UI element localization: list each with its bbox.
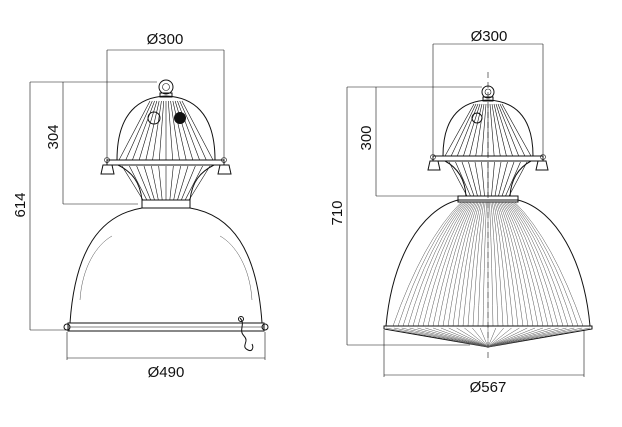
left-upper-height-dimension: 304: [45, 81, 157, 205]
left-reflector: [69, 207, 263, 324]
right-upper-height-dimension: 300: [358, 86, 482, 197]
right-neck: [444, 160, 532, 197]
left-top-diameter-label: Ø300: [147, 31, 184, 48]
right-total-height-dimension: 710: [329, 86, 470, 346]
left-neck: [117, 164, 215, 209]
left-bottom-diameter-dimension: Ø490: [66, 332, 266, 381]
left-dome-knob: [174, 112, 186, 124]
right-flange: [427, 154, 549, 171]
left-upper-height-label: 304: [45, 124, 62, 149]
left-dome-window: [147, 111, 161, 125]
left-bottom-ring: [63, 322, 269, 332]
right-bottom-diameter-dimension: Ø567: [383, 330, 585, 396]
right-bottom-lens: [383, 325, 593, 348]
lamp-right: Ø300 300 710 Ø567: [329, 28, 593, 396]
left-safety-chain: [238, 316, 254, 351]
right-hanging-ring: [481, 85, 495, 102]
left-top-diameter-dimension: Ø300: [106, 31, 225, 162]
right-top-diameter-label: Ø300: [471, 28, 508, 45]
left-total-height-dimension: 614: [12, 81, 70, 331]
right-dome-window: [471, 112, 483, 124]
lamp-left: Ø300 304 614 Ø490: [12, 31, 269, 381]
right-bottom-diameter-label: Ø567: [470, 379, 507, 396]
left-total-height-label: 614: [12, 192, 29, 217]
left-hanging-ring: [158, 79, 174, 98]
right-total-height-label: 710: [329, 200, 346, 225]
left-flange: [100, 157, 232, 175]
right-top-diameter-dimension: Ø300: [432, 28, 544, 158]
right-reflector: [385, 195, 591, 327]
right-dome-cage: [442, 99, 534, 157]
right-upper-height-label: 300: [358, 125, 375, 150]
left-bottom-diameter-label: Ø490: [148, 364, 185, 381]
left-dome-cage: [116, 95, 216, 161]
